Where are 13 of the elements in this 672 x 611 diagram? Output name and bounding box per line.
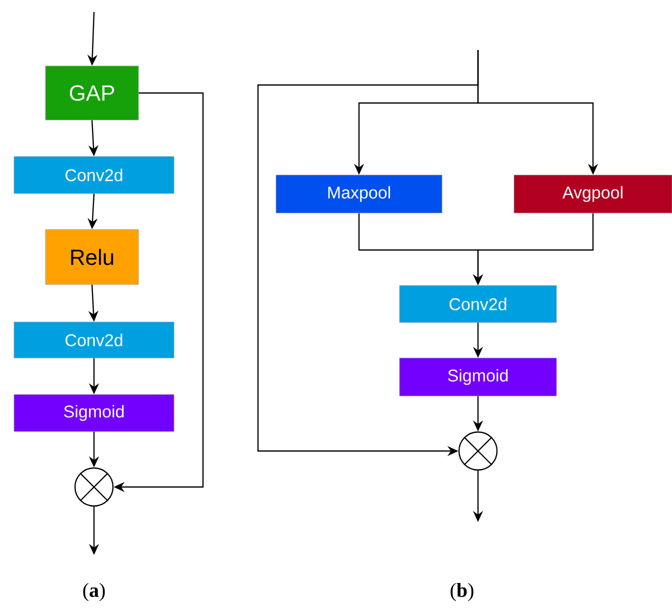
process-box: Sigmoid	[14, 394, 174, 432]
process-box: GAP	[45, 66, 139, 120]
process-box: Avgpool	[514, 174, 672, 214]
process-box: Relu	[45, 229, 139, 285]
process-box: Conv2d	[399, 285, 557, 323]
process-box: Maxpool	[276, 174, 442, 214]
process-box: Sigmoid	[399, 358, 557, 396]
panel-label: (a)	[83, 582, 105, 602]
process-box: Conv2d	[14, 156, 174, 194]
panel-label: (b)	[450, 582, 474, 602]
multiply-circle	[458, 431, 498, 471]
multiply-circle	[74, 467, 114, 507]
process-box: Conv2d	[14, 322, 174, 358]
